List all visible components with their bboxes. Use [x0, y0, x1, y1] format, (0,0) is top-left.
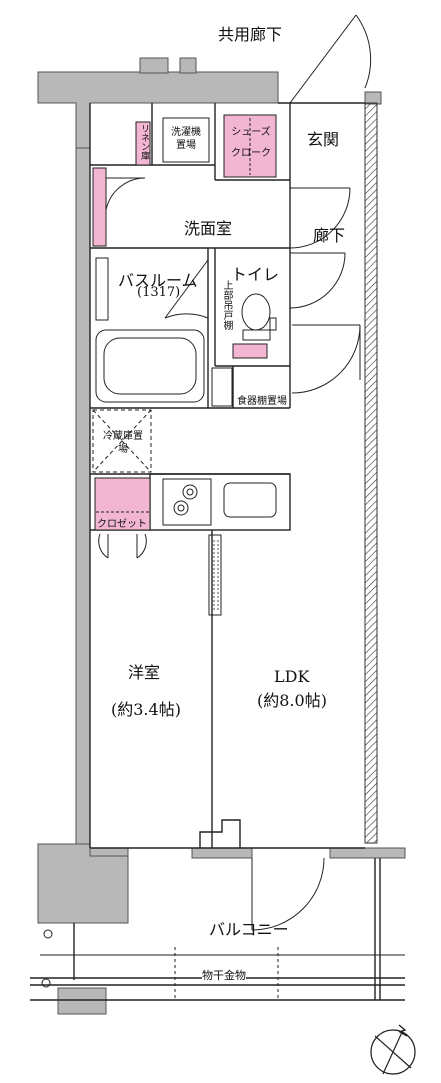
bathtub-icon — [95, 257, 205, 403]
interior-walls — [30, 102, 405, 1001]
washer-box — [162, 117, 210, 163]
sink-icon — [223, 482, 277, 518]
ldk-label: LDK — [274, 667, 310, 686]
shoe-cloak-text: シューズクローク — [228, 122, 274, 164]
western-size-label: (約3.4帖) — [111, 700, 181, 719]
shoe-cloak-label: シューズクローク — [228, 122, 274, 164]
western-room-label: 洋室 — [128, 663, 161, 682]
stove-burner-icon — [162, 478, 212, 526]
balcony-label: バルコニー — [209, 920, 289, 939]
dish-shelf-label: 食器棚置場 — [237, 396, 287, 407]
ldk-size-label: (約8.0帖) — [257, 691, 327, 710]
bath-size-label: (1317) — [137, 285, 181, 300]
drying-label: 物干金物 — [202, 967, 246, 983]
entrance-label: 玄関 — [307, 130, 340, 149]
common-corridor-label: 共用廊下 — [218, 25, 283, 44]
compass-icon — [370, 1024, 416, 1075]
door-swing-icon — [98, 14, 372, 931]
toilet-label: トイレ — [231, 265, 280, 284]
toilet-paper-holder — [232, 343, 268, 359]
shoe-cloak-line-2: クローク — [231, 148, 271, 159]
bathroom-label: バスルーム — [118, 271, 198, 290]
toilet-icon — [241, 293, 277, 341]
drain-icon-2 — [41, 978, 51, 988]
washroom-label: 洗面室 — [184, 219, 233, 238]
corridor-label: 廊下 — [313, 226, 346, 245]
storage-pink — [92, 114, 277, 531]
closet-label: クロゼット — [97, 519, 147, 530]
washer-label: 洗濯機置場 — [171, 127, 201, 151]
upper-shelf-label: 上部吊戸棚 — [221, 280, 232, 330]
dish-shelf-box — [211, 367, 233, 407]
exterior-wall-right — [364, 102, 378, 844]
shoe-cloak-line-1: シューズ — [231, 127, 271, 138]
fridge-label: 冷蔵庫置場 — [103, 431, 143, 455]
linen-label: リネン庫 — [139, 124, 149, 160]
drain-icon — [43, 929, 53, 939]
